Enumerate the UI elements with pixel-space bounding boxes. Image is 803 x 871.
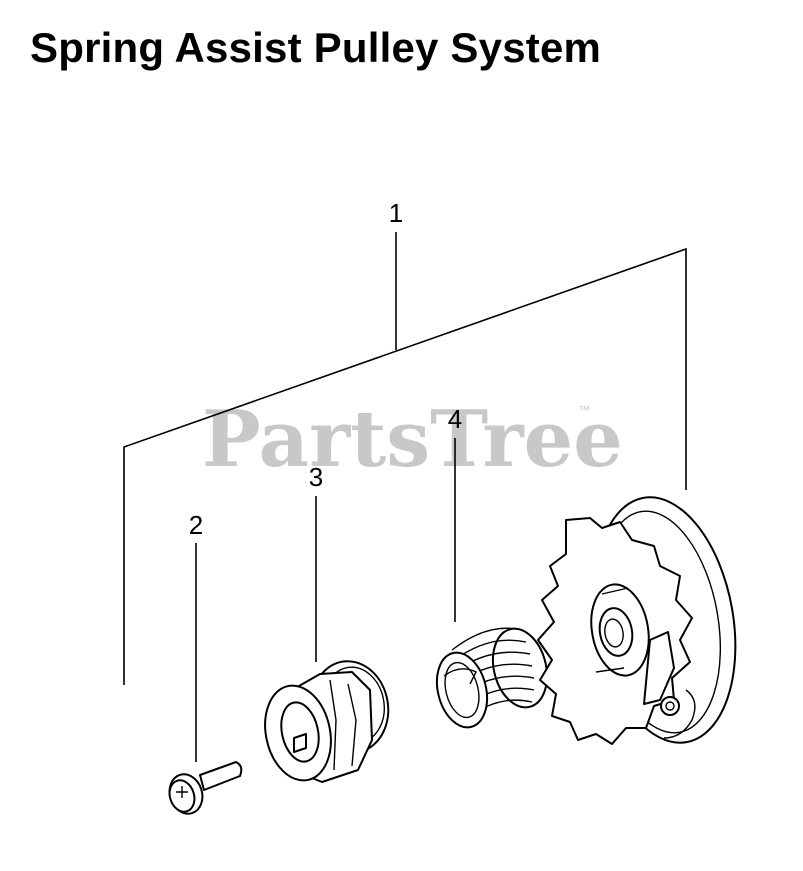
page-title: Spring Assist Pulley System — [30, 24, 602, 71]
part-pulley — [264, 660, 390, 783]
assembly-bracket — [123, 232, 687, 685]
part-spring — [435, 627, 549, 729]
part-rotor-assembly — [537, 496, 737, 745]
callout-4: 4 — [448, 404, 462, 434]
part-screw — [168, 761, 243, 815]
callout-2: 2 — [189, 510, 203, 540]
watermark-trademark: ™ — [578, 403, 590, 417]
watermark-text: PartsTree — [202, 394, 623, 485]
callout-3: 3 — [309, 462, 323, 492]
callout-1: 1 — [389, 198, 403, 228]
